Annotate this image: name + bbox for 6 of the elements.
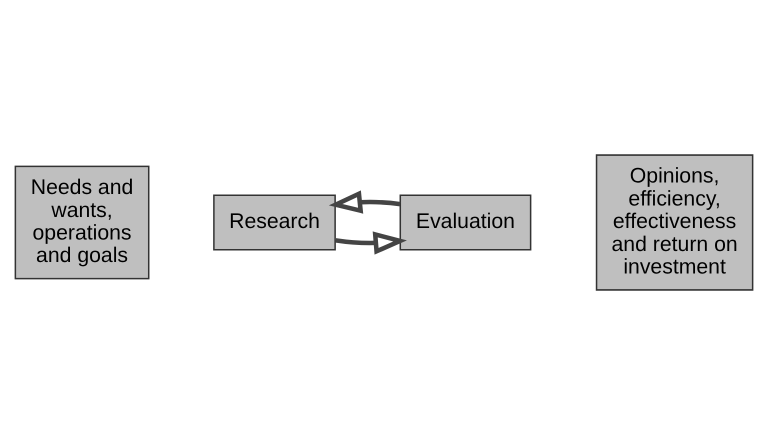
arrow [335, 231, 407, 255]
node-box: Needs and wants, operations and goals [14, 166, 150, 280]
node-box: Opinions, efficiency, effectiveness and return on investment [596, 154, 754, 291]
arrow [328, 190, 400, 214]
node-box: Evaluation [400, 194, 532, 251]
node-box: Research [213, 194, 336, 251]
